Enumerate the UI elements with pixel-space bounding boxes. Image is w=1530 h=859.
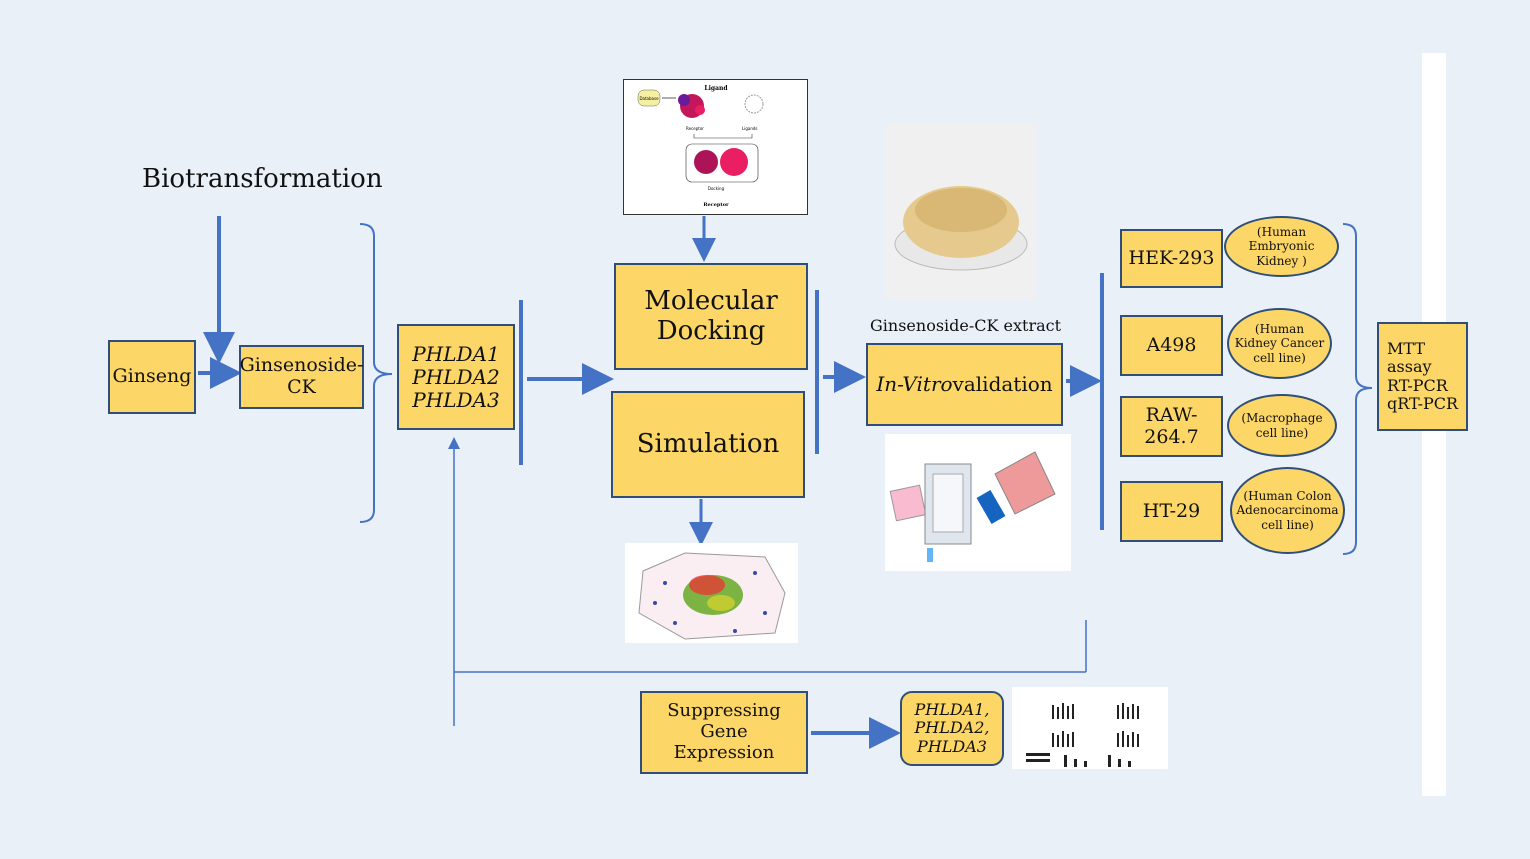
phlda-result-box: PHLDA1, PHLDA2, PHLDA3 [900,691,1004,766]
docking-img-database: Database [639,96,659,101]
biotransformation-label: Biotransformation [142,164,383,194]
cell-line-ht29-desc: (Human Colon Adenocarcinoma cell line) [1230,467,1345,554]
assay-qrt-pcr: qRT-PCR [1387,393,1459,413]
phlda-genes-box: PHLDA1 PHLDA2 PHLDA3 [397,324,515,430]
cell-line-a498: A498 [1120,315,1223,376]
docking-image: Ligand Database Receptor Ligands Docking… [623,79,808,215]
in-vitro-italic: In-Vitro [876,372,953,396]
simulation-image [625,543,798,643]
gene-phlda2: PHLDA2 [412,364,500,389]
docking-img-footer: Receptor [703,202,729,208]
ginseng-box: Ginseng [108,340,196,414]
powder-illustration [894,186,1028,271]
gene-phlda1: PHLDA1 [412,341,500,366]
cell-line-raw2647-desc: (Macrophage cell line) [1227,394,1337,457]
cell-line-hek293: HEK-293 [1120,229,1223,288]
lab-illustration [889,451,1056,562]
docking-img-docking: Docking [708,186,725,191]
cell-line-raw2647: RAW-264.7 [1120,396,1223,457]
assay-mtt: MTT [1387,338,1426,358]
docking-img-title: Ligand [704,85,728,92]
result-gene-phlda1: PHLDA1, [914,699,990,719]
result-chart-illustration [1026,703,1139,767]
powder-image [885,124,1036,300]
cell-line-a498-desc: (Human Kidney Cancer cell line) [1227,308,1332,379]
suppressing-gene-expression-box: Suppressing Gene Expression [640,691,808,774]
cell-line-ht29: HT-29 [1120,481,1223,542]
simulation-illustration [638,552,786,640]
assay-label: assay [1387,357,1432,377]
assay-rt-pcr: RT-PCR [1387,375,1448,395]
gene-phlda3: PHLDA3 [412,387,500,412]
cell-line-hek293-desc: (Human Embryonic Kidney ) [1224,216,1339,277]
ginsenoside-ck-box: Ginsenoside-CK [239,345,364,409]
docking-img-ligands: Ligands [742,126,758,131]
docking-illustration: Ligand Database Receptor Ligands Docking… [637,85,764,208]
extract-caption: Ginsenoside-CK extract [870,316,1062,335]
simulation-box: Simulation [611,391,805,498]
result-chart-image [1012,687,1168,769]
result-gene-phlda3: PHLDA3 [917,736,987,756]
assay-box: MTT assay RT-PCR qRT-PCR [1377,322,1468,431]
molecular-docking-box: Molecular Docking [614,263,808,370]
lab-image [885,434,1071,571]
in-vitro-rest: validation [952,372,1053,396]
docking-img-receptor: Receptor [686,126,704,131]
result-gene-phlda2: PHLDA2, [914,718,990,738]
